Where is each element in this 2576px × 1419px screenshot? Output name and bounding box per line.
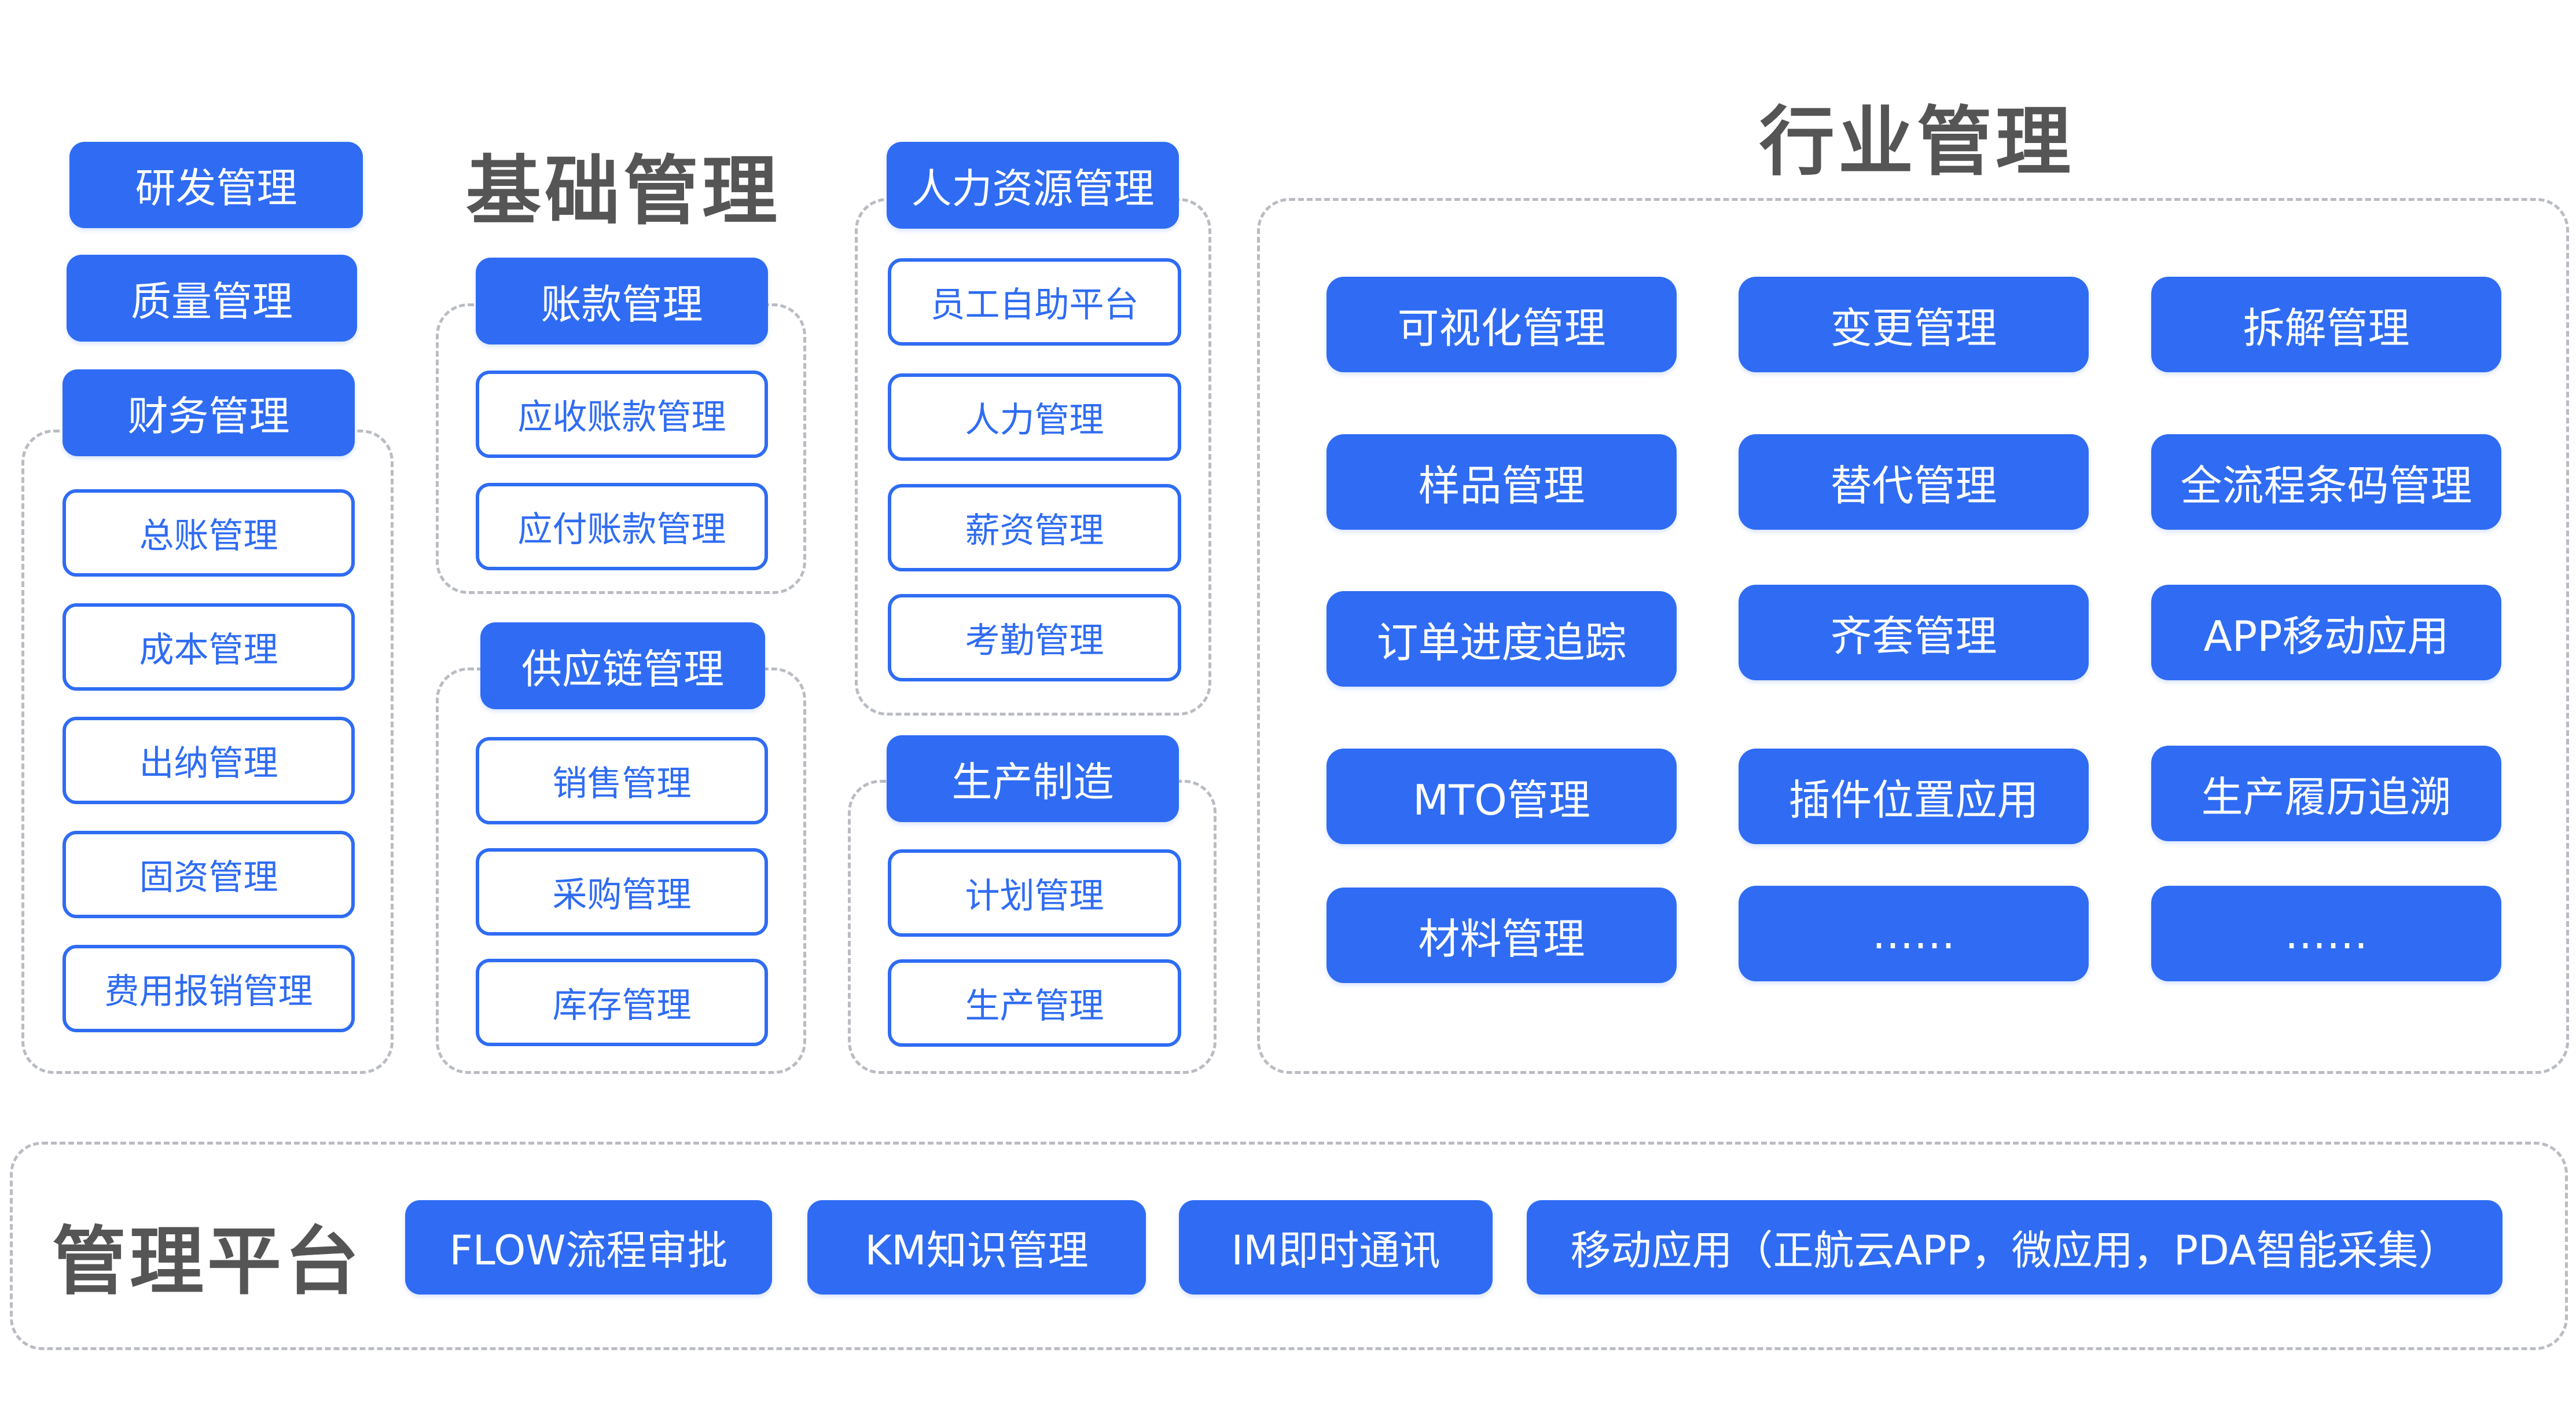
- module-quality[interactable]: 质量管理: [67, 255, 357, 342]
- production-item-planning[interactable]: 计划管理: [888, 849, 1181, 937]
- industry-change[interactable]: 变更管理: [1739, 277, 2089, 372]
- production-item-management[interactable]: 生产管理: [888, 959, 1181, 1047]
- module-rd[interactable]: 研发管理: [69, 142, 363, 228]
- industry-group-border: [1257, 198, 2569, 1074]
- hr-header[interactable]: 人力资源管理: [887, 142, 1179, 229]
- accounts-item-payable[interactable]: 应付账款管理: [476, 483, 768, 570]
- industry-management-title: 行业管理: [1759, 98, 2075, 186]
- finance-item-general-ledger[interactable]: 总账管理: [63, 489, 355, 577]
- hr-item-payroll[interactable]: 薪资管理: [888, 484, 1181, 571]
- platform-group-border: [10, 1142, 2568, 1350]
- finance-header[interactable]: 财务管理: [63, 369, 355, 456]
- platform-im-messaging[interactable]: IM即时通讯: [1179, 1200, 1493, 1295]
- production-header[interactable]: 生产制造: [887, 735, 1179, 822]
- industry-mto[interactable]: MTO管理: [1326, 749, 1677, 844]
- supply-item-sales[interactable]: 销售管理: [476, 737, 768, 824]
- accounts-header[interactable]: 账款管理: [476, 258, 768, 344]
- industry-more-1[interactable]: ……: [1739, 886, 2089, 981]
- supply-chain-header[interactable]: 供应链管理: [480, 622, 765, 709]
- supply-item-purchase[interactable]: 采购管理: [476, 848, 768, 936]
- finance-item-cashier[interactable]: 出纳管理: [63, 717, 355, 804]
- basic-management-title: 基础管理: [466, 147, 781, 235]
- hr-item-self-service[interactable]: 员工自助平台: [888, 258, 1181, 346]
- industry-app[interactable]: APP移动应用: [2151, 585, 2501, 680]
- industry-material[interactable]: 材料管理: [1326, 888, 1677, 983]
- industry-sample[interactable]: 样品管理: [1326, 434, 1677, 530]
- industry-traceability[interactable]: 生产履历追溯: [2151, 746, 2501, 841]
- industry-visualization[interactable]: 可视化管理: [1326, 277, 1677, 372]
- industry-substitute[interactable]: 替代管理: [1739, 434, 2089, 530]
- industry-barcode[interactable]: 全流程条码管理: [2151, 434, 2501, 530]
- accounts-item-receivable[interactable]: 应收账款管理: [476, 371, 768, 458]
- industry-disassembly[interactable]: 拆解管理: [2151, 277, 2501, 372]
- hr-item-attendance[interactable]: 考勤管理: [888, 594, 1181, 681]
- industry-more-2[interactable]: ……: [2151, 886, 2501, 981]
- platform-mobile-apps[interactable]: 移动应用（正航云APP，微应用，PDA智能采集）: [1527, 1200, 2502, 1295]
- industry-order-tracking[interactable]: 订单进度追踪: [1326, 591, 1677, 687]
- platform-km-knowledge[interactable]: KM知识管理: [807, 1200, 1146, 1295]
- finance-item-fixed-assets[interactable]: 固资管理: [63, 831, 355, 918]
- industry-kitting[interactable]: 齐套管理: [1739, 585, 2089, 680]
- supply-item-inventory[interactable]: 库存管理: [476, 959, 768, 1046]
- finance-item-expense[interactable]: 费用报销管理: [63, 945, 355, 1032]
- platform-flow-approval[interactable]: FLOW流程审批: [405, 1200, 772, 1295]
- platform-title: 管理平台: [52, 1219, 363, 1305]
- finance-item-cost[interactable]: 成本管理: [63, 603, 355, 691]
- hr-item-personnel[interactable]: 人力管理: [888, 373, 1181, 461]
- industry-plugin-position[interactable]: 插件位置应用: [1739, 749, 2089, 844]
